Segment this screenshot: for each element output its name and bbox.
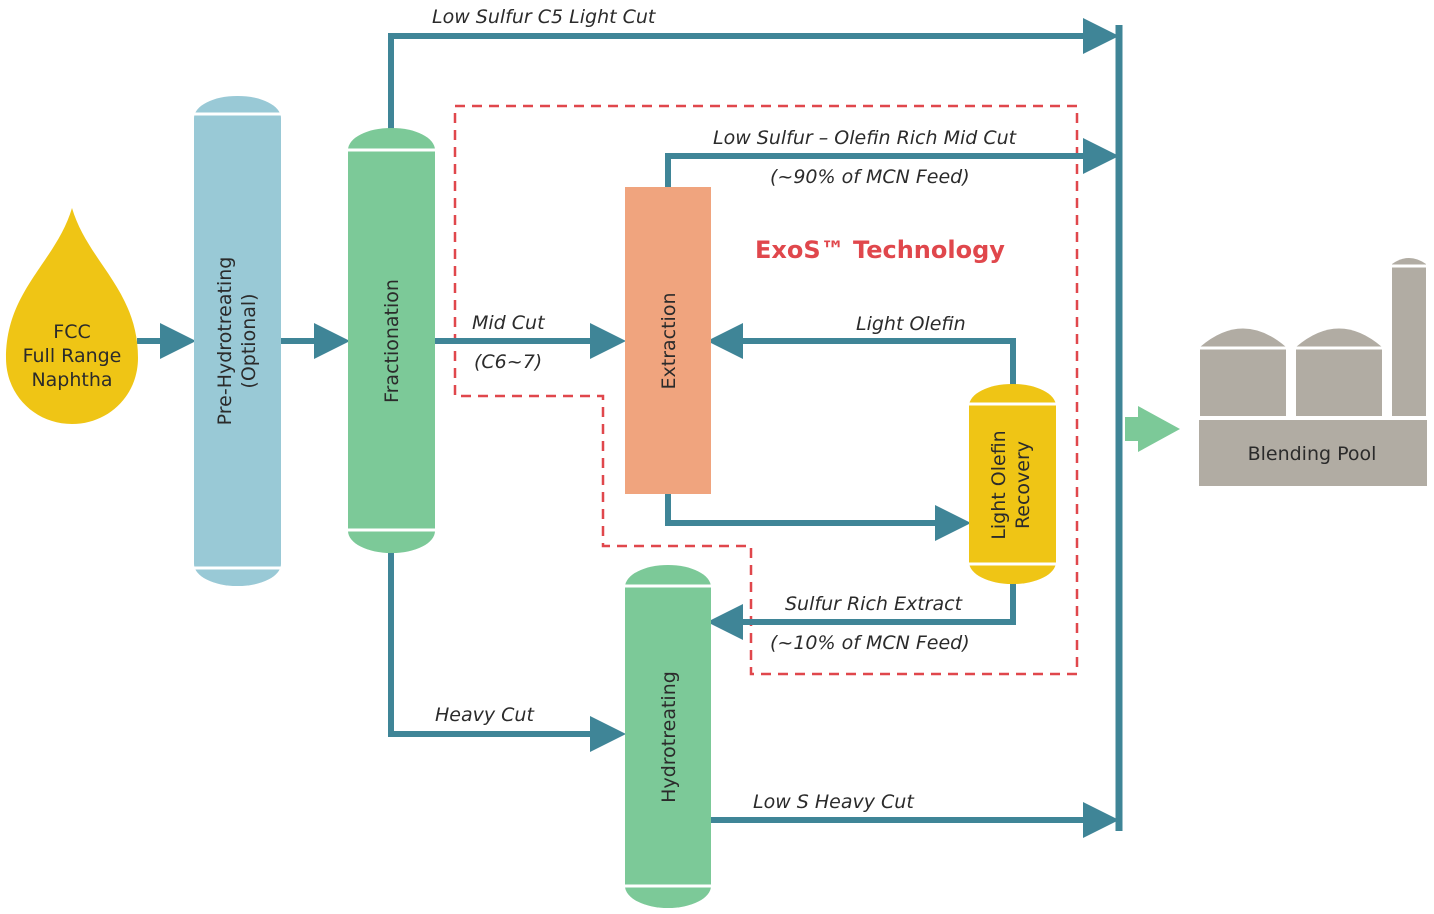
blend-arrow-icon [1125,406,1180,452]
hydrotreating-label: Hydrotreating [658,671,680,803]
pre-hydrotreating-label-1: Pre-Hydrotreating [214,257,236,426]
fractionation-label: Fractionation [381,279,403,403]
light-olefin-recovery-label-1: Light Olefin [988,430,1010,539]
feed-drop-icon [6,208,138,424]
stream-mid-cut-label: Mid Cut [472,312,546,334]
stream-sulfur-rich-note: (~10% of MCN Feed) [770,632,970,654]
stream-mid-rich-note: (~90% of MCN Feed) [770,166,970,188]
light-olefin-recovery-label-2: Recovery [1012,441,1034,529]
fractionation-column: Fractionation [348,128,435,553]
stream-low-s-heavy-label: Low S Heavy Cut [753,791,915,813]
stream-heavy-cut-label: Heavy Cut [435,704,535,726]
exos-boundary [453,104,1079,676]
stream-mid-rich-label: Low Sulfur – Olefin Rich Mid Cut [713,127,1018,149]
pipe-light-cut [388,18,1119,130]
extraction-unit: Extraction [625,187,711,494]
stream-light-cut-label: Low Sulfur C5 Light Cut [432,6,657,28]
pre-hydrotreating-column: Pre-Hydrotreating (Optional) [194,96,281,586]
feed-label-3: Naphtha [31,369,112,391]
pre-hydrotreating-label-2: (Optional) [238,293,260,388]
pipe-mid-rich [665,138,1119,188]
pipe-light-olefin [707,323,1016,388]
stream-light-olefin-label: Light Olefin [856,313,966,335]
stream-mid-cut-note: (C6~7) [474,351,542,373]
hydrotreating-column: Hydrotreating [625,565,711,908]
stream-sulfur-rich-label: Sulfur Rich Extract [785,593,964,615]
pipe-sulfur-rich [707,582,1016,640]
pipe-extract-recovery [665,494,971,541]
blending-pool-facility-icon [1199,258,1427,486]
pipe-network [137,18,1119,838]
exos-technology-title: ExoS™ Technology [755,236,1005,264]
light-olefin-recovery-unit: Light Olefin Recovery [969,384,1056,584]
pipe-heavy-cut [388,553,626,752]
feed-label-2: Full Range [23,345,122,367]
blending-pool-label: Blending Pool [1248,443,1377,465]
feed-label-1: FCC [53,321,90,343]
extraction-label: Extraction [658,293,680,390]
